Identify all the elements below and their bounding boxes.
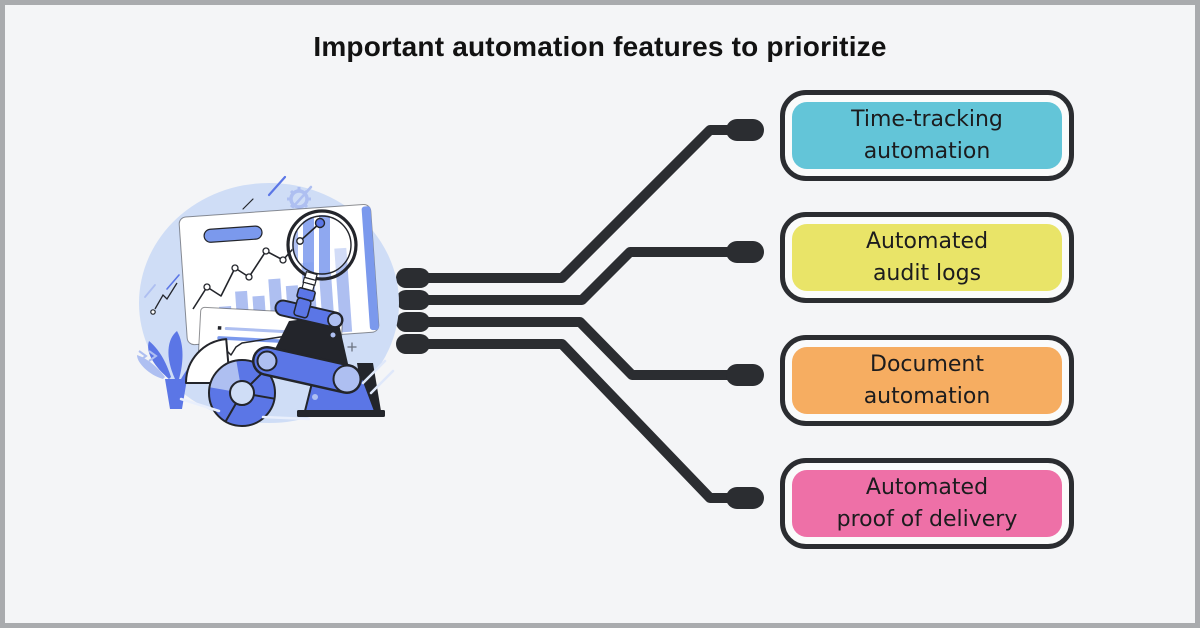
robot-arm-analyzing-charts-illustration xyxy=(137,175,399,427)
feature-card-automated-audit-logs: Automated audit logs xyxy=(780,212,1074,303)
robot-joint xyxy=(327,312,343,328)
feature-card-time-tracking-automation: Time-tracking automation xyxy=(780,90,1074,181)
connector-end-pill-4 xyxy=(726,487,764,509)
feature-label: Document automation xyxy=(792,347,1062,414)
connector-line-2 xyxy=(415,247,749,305)
deco-line-dark xyxy=(242,198,254,210)
magnifier-handle xyxy=(293,270,318,319)
connector-end-pill-3 xyxy=(726,364,764,386)
connector-line-4 xyxy=(415,339,749,503)
board-edge xyxy=(361,206,379,331)
board-title-pill xyxy=(203,225,263,243)
feature-card-document-automation: Document automation xyxy=(780,335,1074,426)
feature-label: Automated audit logs xyxy=(792,224,1062,291)
robot-joint xyxy=(256,350,278,372)
robot-arm xyxy=(252,299,385,417)
feature-card-automated-proof-of-delivery: Automated proof of delivery xyxy=(780,458,1074,549)
page-title: Important automation features to priorit… xyxy=(313,31,887,62)
deco-dot xyxy=(330,332,336,338)
robot-base-plate xyxy=(297,410,385,417)
feature-label: Time-tracking automation xyxy=(792,102,1062,169)
connector-end-pill-1 xyxy=(726,119,764,141)
deco-line-blue xyxy=(267,175,287,197)
donut-chart xyxy=(208,359,276,427)
connector-start-pill-1 xyxy=(396,268,430,288)
connector-line-3 xyxy=(415,317,749,380)
sparkle-icon xyxy=(347,342,357,352)
connector-end-pill-2 xyxy=(726,241,764,263)
chevron-marks xyxy=(138,350,158,362)
magnifying-glass xyxy=(286,209,358,319)
zigzag-deco xyxy=(144,274,180,315)
deco-line-pale xyxy=(291,185,313,209)
streaks xyxy=(179,359,395,421)
connector-start-pill-3 xyxy=(396,312,430,332)
connector-start-pill-4 xyxy=(396,334,430,354)
robot-joint xyxy=(332,364,362,394)
connector-start-pill-2 xyxy=(396,290,430,310)
feature-label: Automated proof of delivery xyxy=(792,470,1062,537)
